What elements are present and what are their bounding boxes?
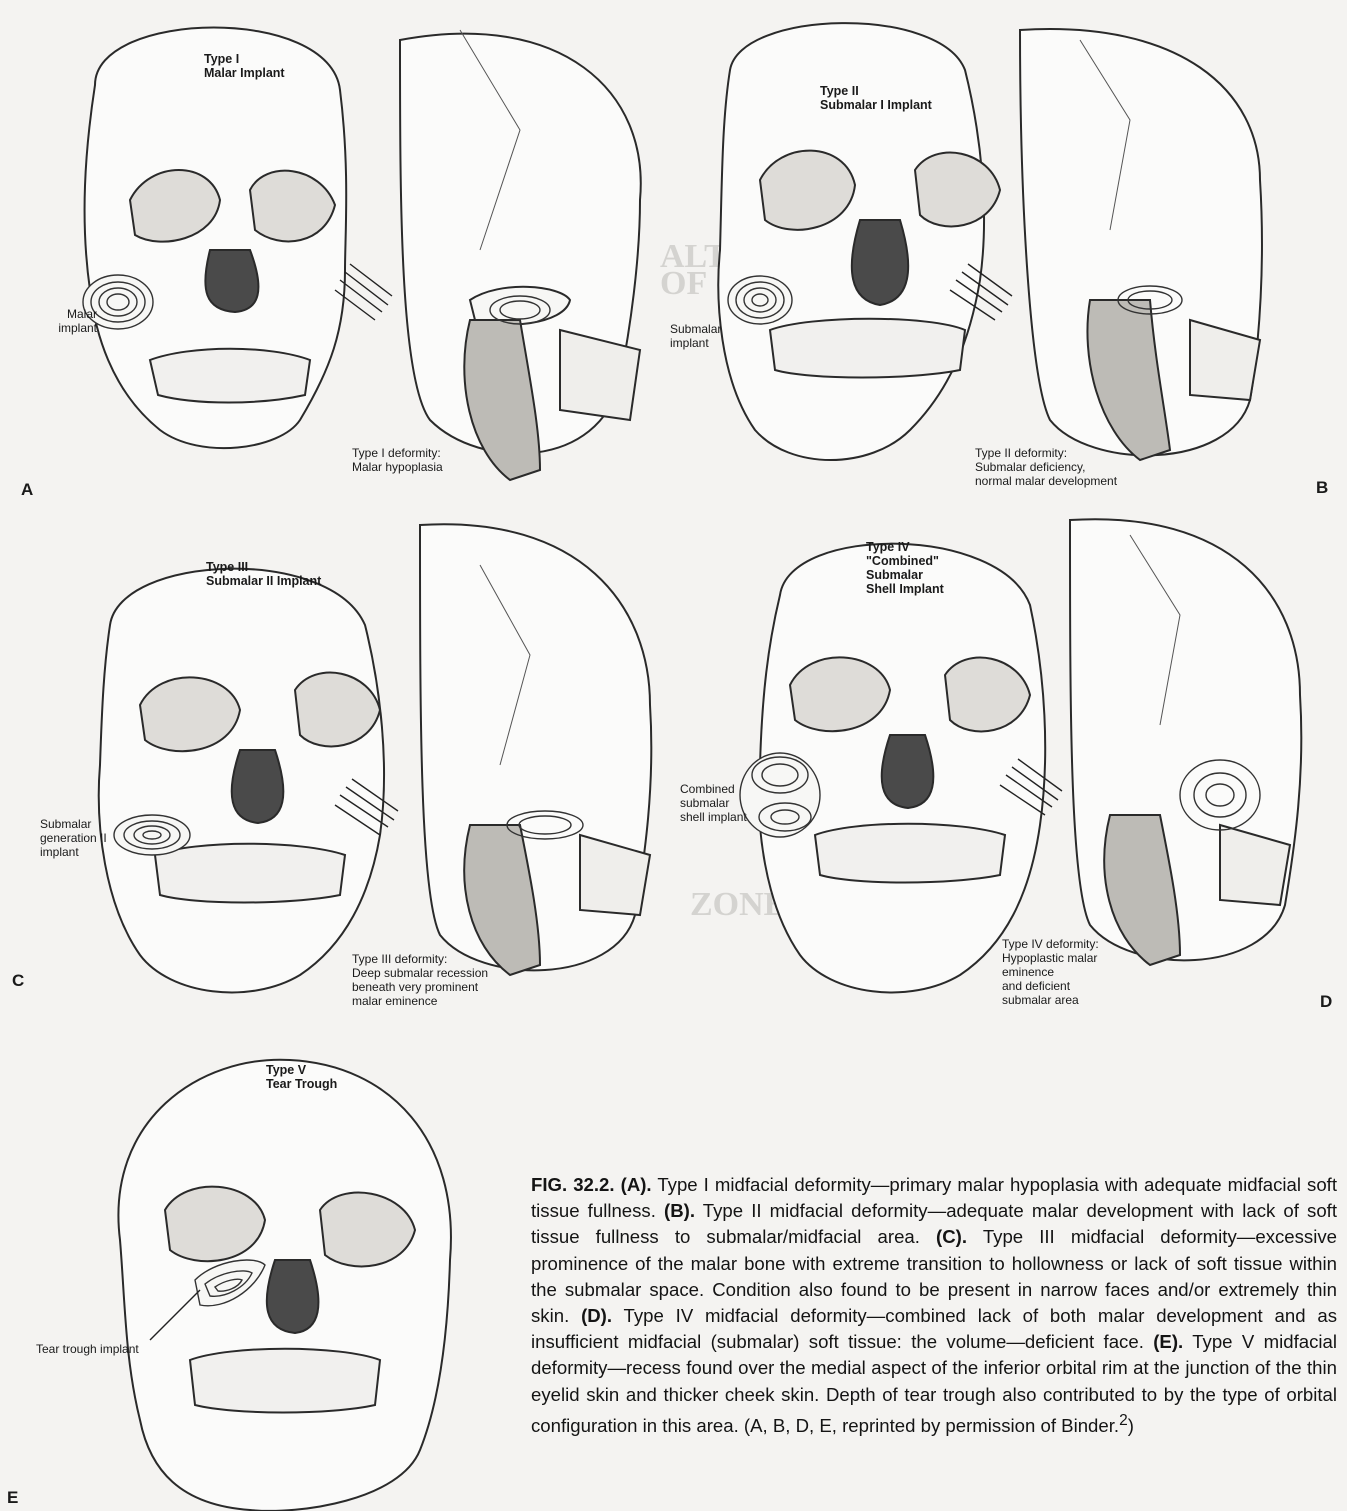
panel-c-letter: C xyxy=(12,971,24,991)
caption-label-e: (E). xyxy=(1153,1331,1183,1352)
panel-a-deformity-label: Type I deformity:Malar hypoplasia xyxy=(352,446,443,474)
panel-b-letter: B xyxy=(1316,478,1328,498)
caption-label-d: (D). xyxy=(581,1305,612,1326)
panel-e-implant-label: Tear trough implant xyxy=(36,1342,139,1356)
panel-d-letter: D xyxy=(1320,992,1332,1012)
panel-b-deformity-label: Type II deformity:Submalar deficiency,no… xyxy=(975,446,1117,488)
panel-b-illustration xyxy=(660,0,1347,500)
panel-c-deformity-label: Type III deformity:Deep submalar recessi… xyxy=(352,952,488,1008)
caption-fig-number: FIG. 32.2. xyxy=(531,1174,615,1195)
panel-c-illustration xyxy=(0,505,660,1015)
panel-e-letter: E xyxy=(7,1488,18,1508)
caption-label-c: (C). xyxy=(936,1226,967,1247)
panel-a-letter: A xyxy=(21,480,33,500)
panel-a-illustration xyxy=(0,0,660,500)
caption-label-b: (B). xyxy=(664,1200,695,1221)
figure-caption: FIG. 32.2. (A). Type I midfacial deformi… xyxy=(531,1172,1337,1439)
caption-superscript: 2 xyxy=(1119,1412,1128,1429)
caption-end: ) xyxy=(1128,1415,1134,1436)
panel-e-illustration xyxy=(0,1040,520,1511)
caption-label-a: (A). xyxy=(621,1174,652,1195)
